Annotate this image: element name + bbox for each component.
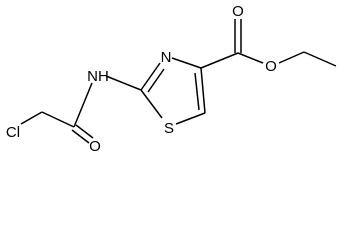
bond-amide-c-nh: [73, 82, 93, 128]
bond-amide-c-o-1: [71, 129, 90, 144]
bond-c2-n3-2: [147, 68, 165, 93]
atom-chlorine: Cl: [6, 124, 20, 141]
bond-c4-c5-2: [194, 72, 200, 111]
bond-c2-n3-1: [140, 62, 161, 91]
bond-c4-carboxyl: [200, 52, 239, 69]
atom-thiazole-nitrogen: N: [161, 49, 172, 66]
bond-c4-c5-1: [200, 67, 206, 114]
bond-cl-ch2: [20, 111, 43, 125]
atom-carbonyl-oxygen: O: [232, 3, 244, 20]
bonds: [20, 19, 337, 144]
bond-s1-c2: [140, 89, 163, 119]
bond-ch2-ch3: [303, 51, 337, 67]
bond-n3-c4: [171, 57, 202, 69]
atom-labels: Cl NH O N S O O: [6, 3, 277, 155]
atom-thiazole-sulfur: S: [164, 120, 174, 137]
atom-ester-oxygen: O: [265, 58, 277, 75]
bond-ch2-amide-c: [41, 111, 75, 128]
bond-ester-o-ch2: [278, 51, 305, 64]
bond-c5-s1: [175, 112, 206, 125]
atom-amide-oxygen: O: [89, 138, 101, 155]
bond-nh-c2: [105, 75, 142, 91]
atom-amide-nh: NH: [87, 68, 109, 85]
bond-carboxyl-ester-o: [237, 52, 264, 64]
bond-amide-c-o-2: [75, 124, 94, 139]
chemical-structure: Cl NH O N S O O: [6, 3, 337, 155]
